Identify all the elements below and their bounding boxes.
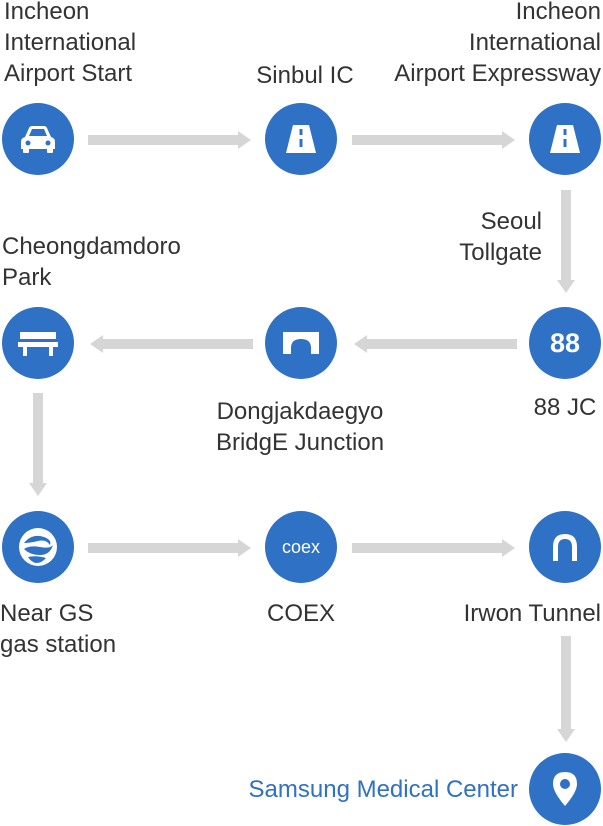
stop-label-samsung: Samsung Medical Center <box>248 776 518 803</box>
node-samsung <box>529 753 601 825</box>
node-88-jc: 88 <box>529 307 601 379</box>
stop-label-irwon: Irwon Tunnel <box>463 600 601 627</box>
node-sinbul-ic <box>265 103 337 175</box>
gs-logo-icon <box>19 528 57 566</box>
node-irwon <box>529 511 601 583</box>
location-pin-icon <box>553 772 577 806</box>
stop-label-sinbul-ic: Sinbul IC <box>256 62 354 89</box>
bench-icon <box>18 332 58 356</box>
node-cheongdam <box>2 307 74 379</box>
node-coex: coex <box>265 511 337 583</box>
coex-logo-icon: coex <box>281 536 321 557</box>
arrow-down <box>557 190 575 293</box>
node-incheon-start <box>2 103 74 175</box>
node-dongjak <box>265 307 337 379</box>
node-expressway <box>529 103 601 175</box>
bridge-icon <box>283 332 319 354</box>
car-icon <box>21 126 55 153</box>
road-icon <box>550 125 580 153</box>
arrow-down <box>557 636 575 742</box>
arrow-right <box>88 131 251 149</box>
tunnel-icon <box>553 534 577 561</box>
arrow-right <box>88 539 251 557</box>
stop-label-88-jc: 88 JC <box>533 394 597 421</box>
node-gs <box>2 511 74 583</box>
arrow-down <box>29 393 47 496</box>
arrow-left <box>354 335 517 353</box>
route-88-icon: 88 <box>549 327 581 358</box>
stop-label-coex: COEX <box>266 600 335 627</box>
arrow-left <box>90 335 253 353</box>
road-icon <box>286 125 316 153</box>
arrow-right <box>352 131 515 149</box>
arrow-right <box>352 539 515 557</box>
